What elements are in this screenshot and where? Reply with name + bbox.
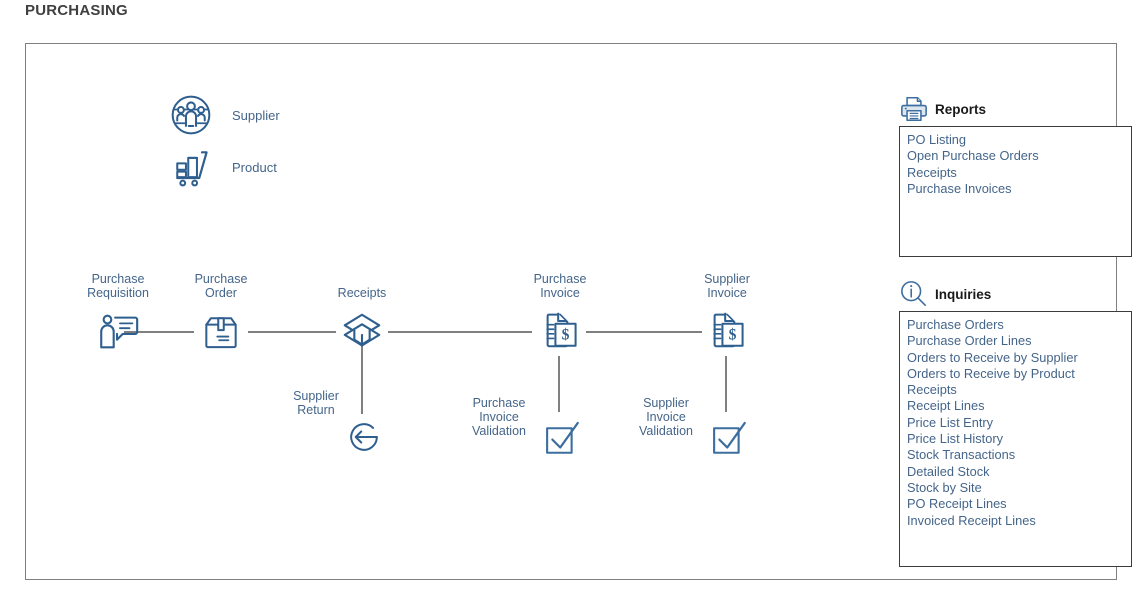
flow-node-purchase-invoice-validation[interactable] — [534, 412, 590, 462]
list-item[interactable]: Receipts — [907, 382, 957, 398]
supplier-group-icon — [168, 92, 214, 138]
list-item[interactable]: Stock Transactions — [907, 447, 1016, 463]
flow-label-receipts: Receipts — [337, 286, 387, 300]
list-item[interactable]: Price List History — [907, 431, 1003, 447]
invoice-dollar-icon: $ — [538, 310, 582, 354]
list-item[interactable]: Receipt Lines — [907, 398, 985, 414]
reports-panel-title: Reports — [935, 101, 987, 117]
product-cart-icon — [168, 144, 214, 190]
flow-node-supplier-return[interactable] — [336, 412, 392, 462]
list-item[interactable]: Open Purchase Orders — [907, 148, 1039, 164]
entity-supplier-label: Supplier — [232, 107, 280, 123]
inquiries-panel: Inquiries Purchase Orders Purchase Order… — [899, 279, 1132, 567]
flow-label-supplier-return: Supplier Return — [293, 389, 339, 417]
flow-node-purchase-requisition[interactable] — [90, 307, 146, 357]
reports-panel-header: Reports — [899, 94, 1132, 124]
invoice-dollar-icon: $ — [705, 310, 749, 354]
info-magnifier-icon — [899, 280, 929, 308]
flow-label-purchase-invoice: Purchase Invoice — [533, 272, 587, 300]
list-item[interactable]: Orders to Receive by Supplier — [907, 349, 1078, 365]
person-request-icon — [95, 309, 141, 355]
entity-product-label: Product — [232, 159, 277, 175]
list-item[interactable]: Purchase Order Lines — [907, 333, 1032, 349]
printer-icon — [899, 95, 929, 123]
flow-label-purchase-invoice-validation: Purchase Invoice Validation — [472, 396, 526, 438]
flow-node-supplier-invoice-validation[interactable] — [701, 412, 757, 462]
return-arrow-icon — [342, 415, 386, 459]
check-square-icon — [541, 416, 583, 458]
list-item[interactable]: Stock by Site — [907, 479, 982, 495]
flow-label-purchase-order: Purchase Order — [194, 272, 248, 300]
entity-product[interactable]: Product — [168, 144, 277, 190]
list-item[interactable]: Purchase Invoices — [907, 180, 1012, 196]
open-box-icon — [339, 309, 385, 355]
list-item[interactable]: Price List Entry — [907, 414, 994, 430]
package-box-icon — [199, 310, 243, 354]
flow-label-supplier-invoice: Supplier Invoice — [704, 272, 750, 300]
flow-node-supplier-invoice[interactable]: $ — [699, 307, 755, 357]
list-item[interactable]: PO Listing — [907, 132, 967, 147]
inquiries-panel-header: Inquiries — [899, 279, 1132, 309]
purchasing-diagram-frame: Supplier Product Purchase Requisition — [25, 43, 1132, 580]
list-item[interactable]: Detailed Stock — [907, 463, 990, 479]
flow-label-purchase-requisition: Purchase Requisition — [87, 272, 149, 300]
flow-node-purchase-invoice[interactable]: $ — [532, 307, 588, 357]
reports-list: PO Listing Open Purchase Orders Receipts… — [899, 126, 1132, 257]
list-item[interactable]: PO Receipt Lines — [907, 496, 1007, 512]
flow-node-receipts[interactable] — [334, 307, 390, 357]
check-square-icon — [708, 416, 750, 458]
svg-text:$: $ — [729, 326, 737, 343]
list-item[interactable]: Receipts — [907, 164, 957, 180]
list-item[interactable]: Orders to Receive by Product — [907, 365, 1075, 381]
reports-panel: Reports PO Listing Open Purchase Orders … — [899, 94, 1132, 257]
inquiries-panel-title: Inquiries — [935, 286, 992, 302]
list-item[interactable]: Invoiced Receipt Lines — [907, 512, 1036, 528]
inquiries-list: Purchase Orders Purchase Order Lines Ord… — [899, 311, 1132, 567]
entity-supplier[interactable]: Supplier — [168, 92, 280, 138]
list-item[interactable]: Purchase Orders — [907, 317, 1004, 332]
flow-node-purchase-order[interactable] — [193, 307, 249, 357]
flow-label-supplier-invoice-validation: Supplier Invoice Validation — [639, 396, 693, 438]
page-title: PURCHASING — [25, 2, 128, 19]
svg-text:$: $ — [562, 326, 570, 343]
